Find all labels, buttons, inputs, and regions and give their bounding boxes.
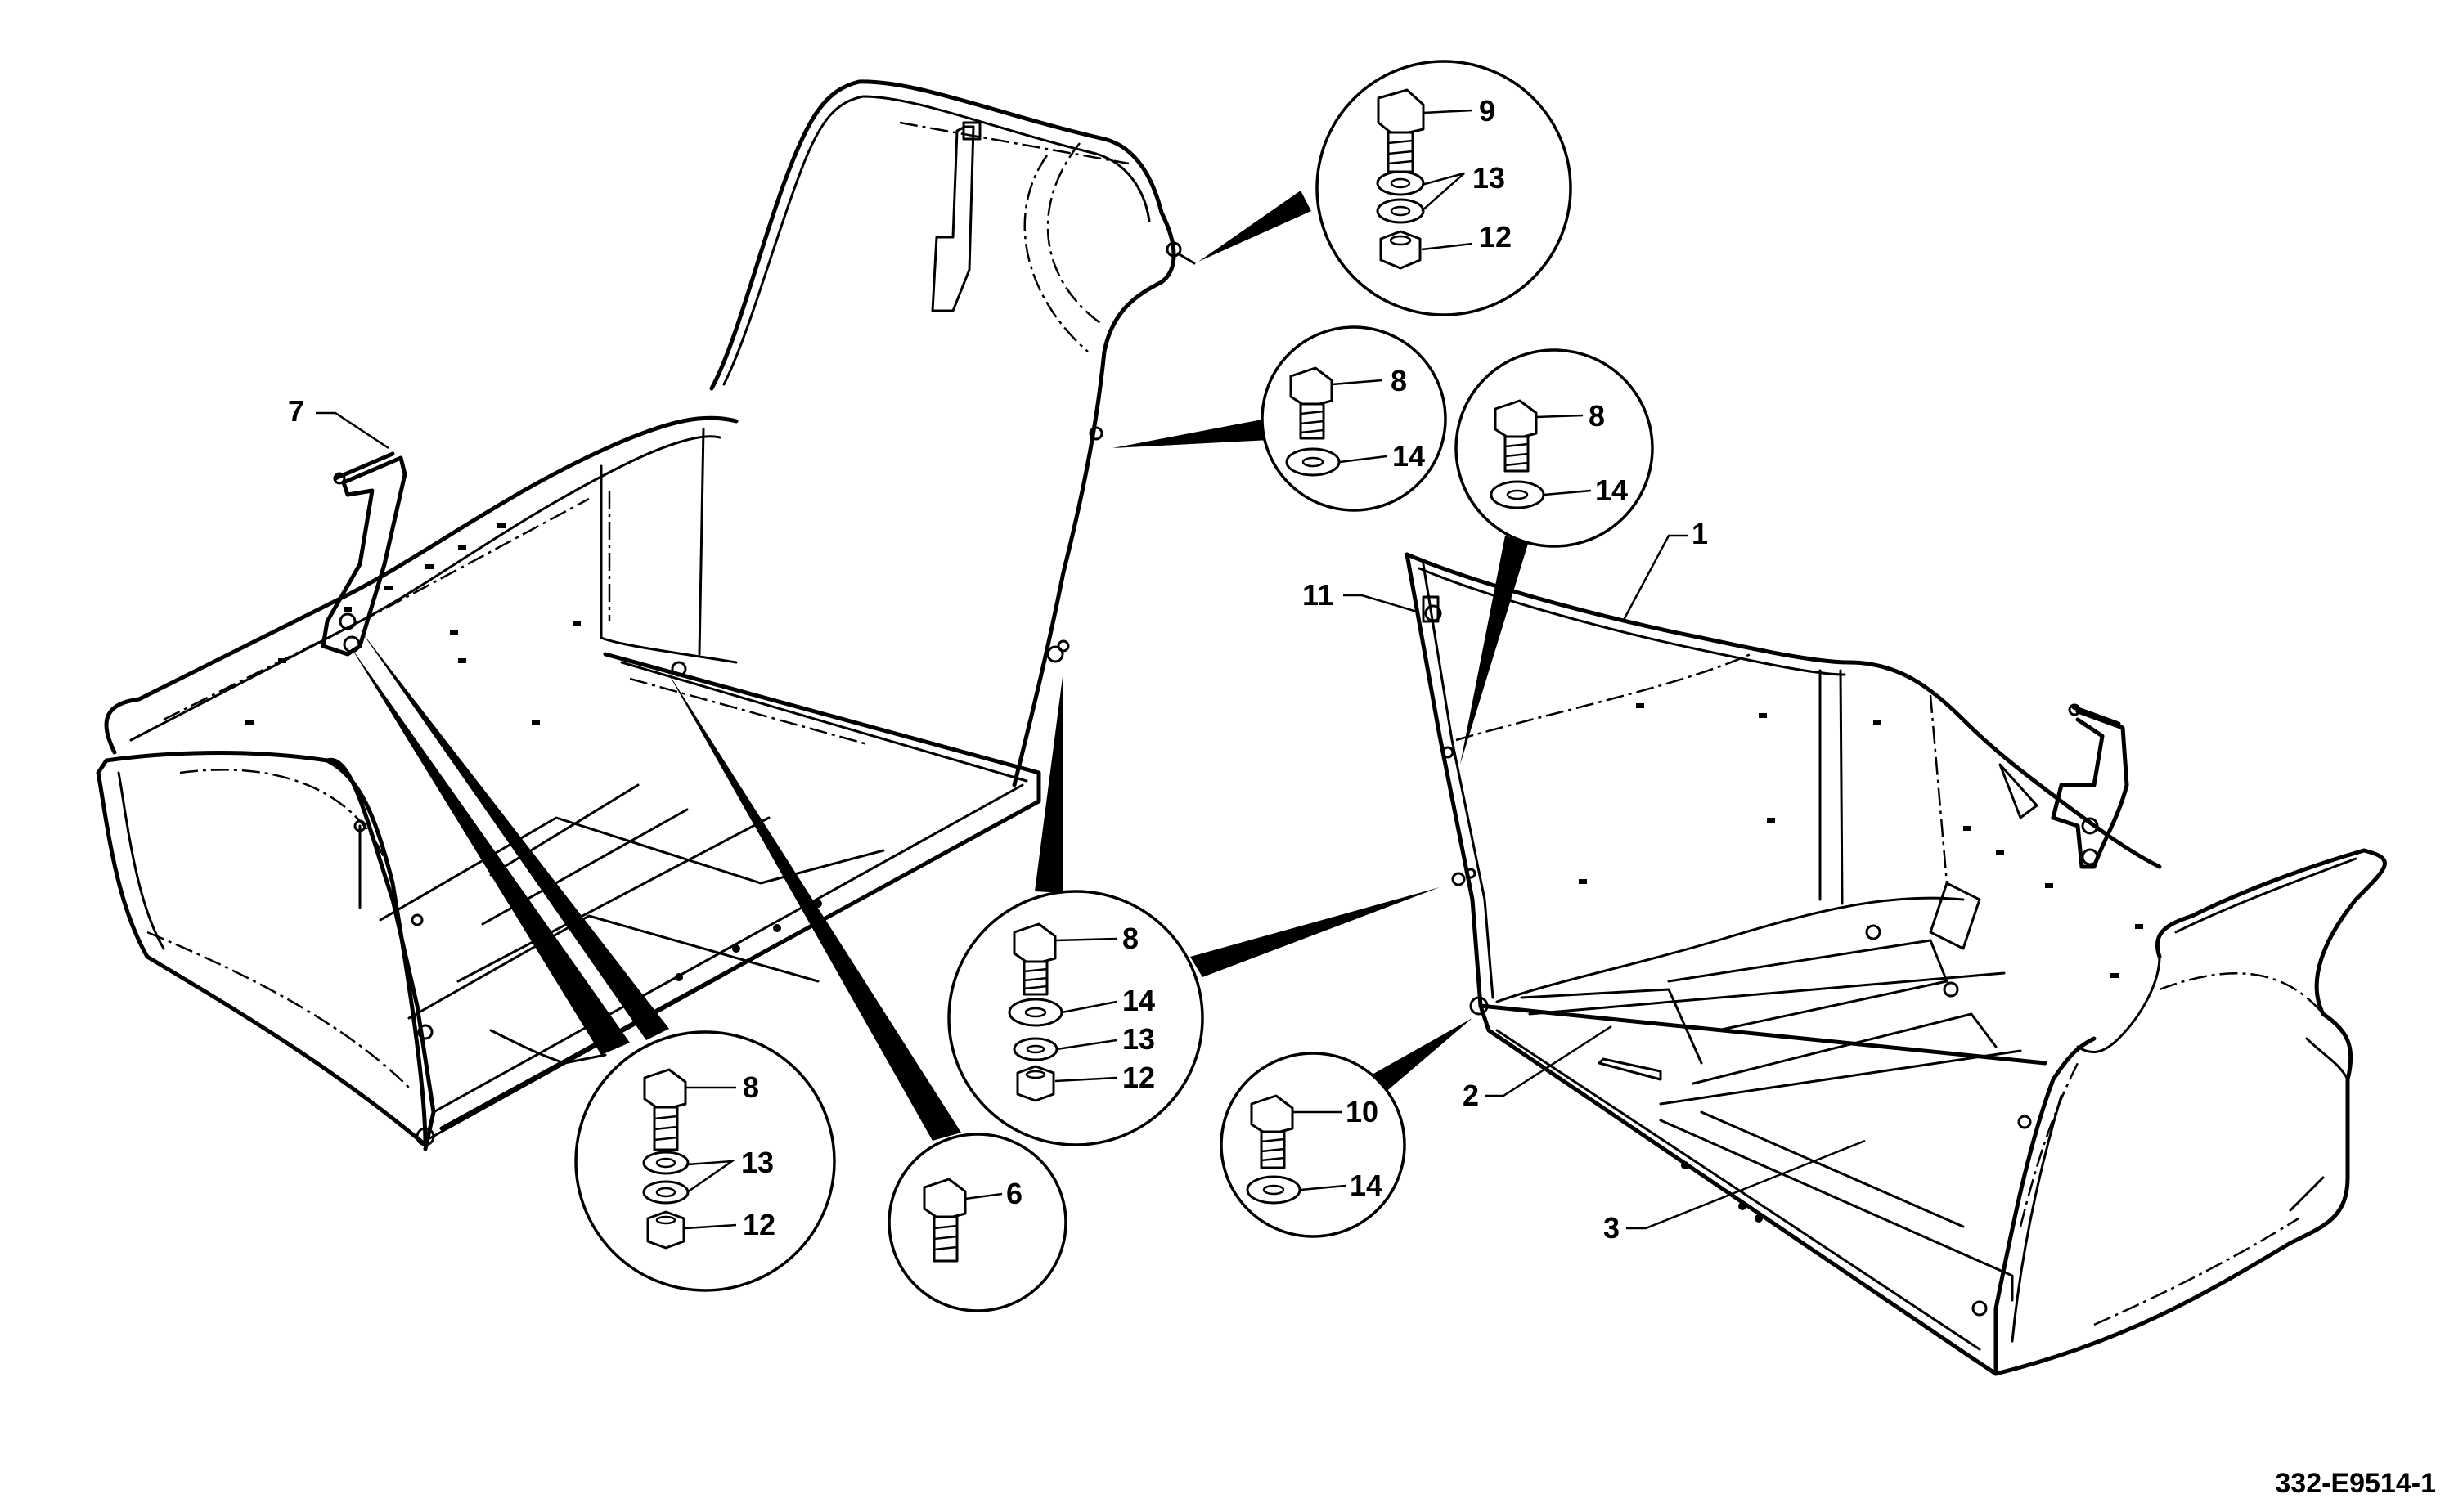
label-1: 1 (1692, 517, 1708, 550)
label-13: 13 (741, 1146, 774, 1179)
label-9: 9 (1479, 94, 1495, 128)
washer-icon (1246, 1175, 1301, 1205)
drawing-code: 332-E9514-1 (2275, 1468, 2436, 1499)
label-6: 6 (1006, 1177, 1023, 1210)
washer-icon (1008, 998, 1063, 1027)
label-8: 8 (1391, 364, 1407, 397)
bolt-icon (923, 1178, 967, 1263)
right-frame-holes (1579, 703, 2143, 978)
washer-icon (642, 1151, 690, 1175)
label-3: 3 (1603, 1211, 1620, 1245)
callout-8-14-right: 8 14 (1454, 348, 1654, 548)
washer-icon (1490, 480, 1545, 509)
bolt-icon (1013, 922, 1057, 996)
part-11-callout: 11 (1302, 578, 1418, 613)
label-14: 14 (1595, 473, 1628, 507)
bolt-icon (1250, 1094, 1294, 1169)
washer-icon (1013, 1037, 1058, 1061)
part-3-callout: 3 (1603, 1139, 1866, 1245)
bolt-icon (1494, 399, 1538, 473)
label-8: 8 (743, 1070, 759, 1104)
washer-icon (1285, 447, 1341, 477)
callout-6: 6 (888, 1133, 1067, 1312)
label-2: 2 (1463, 1079, 1479, 1112)
callout-8-14-upper: 8 14 (1261, 325, 1447, 512)
callout-10-14: 10 14 (1220, 1052, 1406, 1238)
label-7: 7 (288, 394, 304, 428)
label-14: 14 (1350, 1169, 1382, 1202)
label-10: 10 (1346, 1095, 1378, 1128)
label-12: 12 (1122, 1061, 1155, 1094)
callout-9-13-12: 9 13 12 (1315, 60, 1572, 316)
label-11: 11 (1302, 578, 1333, 612)
part-2-callout: 2 (1463, 1025, 1612, 1112)
bolt-icon (1377, 88, 1425, 173)
nut-icon (1016, 1065, 1055, 1102)
bolt-icon (1289, 366, 1333, 440)
nut-icon (1379, 230, 1422, 270)
bolt-icon (643, 1068, 687, 1151)
washer-icon (1376, 170, 1425, 196)
washer-icon (642, 1180, 690, 1205)
label-13: 13 (1122, 1022, 1155, 1056)
left-seat-frame (96, 79, 1196, 1151)
right-seat-frame (1405, 552, 2387, 1376)
nut-icon (646, 1210, 685, 1250)
label-12: 12 (1479, 220, 1512, 253)
part-7-callout: 7 (288, 394, 389, 450)
callout-8-14-13-12: 8 14 13 12 (947, 890, 1204, 1146)
label-14: 14 (1392, 439, 1425, 473)
callout-wedges (350, 191, 1528, 1141)
label-13: 13 (1472, 161, 1505, 195)
callout-8-13-12: 8 13 12 (574, 1030, 836, 1292)
label-12: 12 (743, 1208, 775, 1241)
label-14: 14 (1122, 984, 1155, 1017)
washer-icon (1376, 198, 1425, 224)
label-8: 8 (1122, 922, 1139, 955)
label-8: 8 (1589, 399, 1605, 433)
left-frame-holes (245, 523, 822, 981)
part-1-callout: 1 (1622, 517, 1708, 621)
